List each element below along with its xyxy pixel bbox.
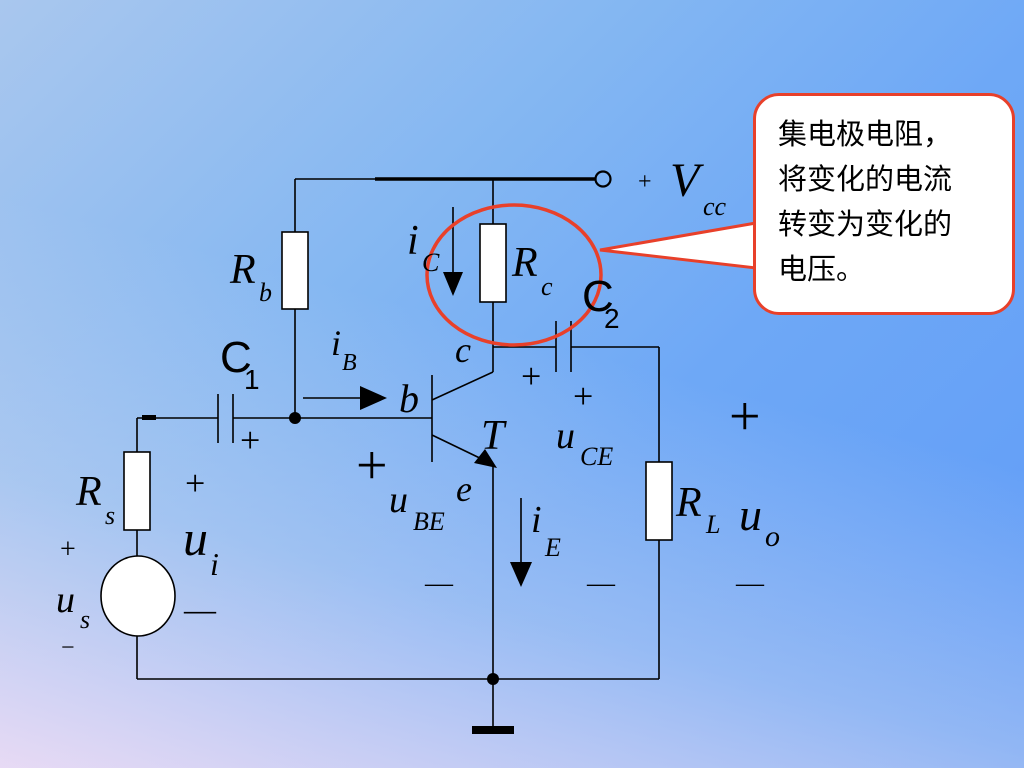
capacitor-c1 (217, 394, 234, 443)
ui-label-sub: i (210, 546, 219, 582)
ic-label-sub: C (422, 248, 440, 277)
transistor-t-label: T (481, 413, 507, 459)
callout-pointer (599, 221, 758, 270)
uce-minus-sign: — (586, 568, 616, 599)
emitter-arrow-icon (474, 449, 497, 468)
vcc-label-sub: cc (703, 192, 727, 221)
c2-plus-sign: + (521, 356, 541, 396)
resistor-rc (479, 223, 507, 303)
us-label-sub: s (80, 605, 90, 634)
ic-arrow-icon (443, 207, 463, 296)
rc-label-main: R (511, 240, 538, 286)
c1-plus-sign: + (240, 420, 260, 460)
callout-text: 集电极电阻， 将变化的电流 转变为变化的 电压。 (778, 117, 953, 286)
resistor-rb (281, 231, 309, 310)
vcc-label-main: V (670, 154, 704, 207)
node-e-label: e (456, 469, 472, 509)
c2-label-sub: 2 (604, 303, 620, 334)
ube-label-sub: BE (413, 507, 445, 536)
rb-label-sub: b (259, 278, 272, 307)
ube-label-main: u (389, 479, 408, 521)
uo-minus-sign: — (735, 568, 765, 599)
ie-label-main: i (531, 499, 542, 541)
ui-plus-sign: + (185, 463, 205, 503)
rs-label-sub: s (105, 501, 115, 530)
ui-minus-sign: — (183, 591, 217, 627)
voltage-source-us (100, 555, 176, 637)
uo-label-sub: o (765, 520, 780, 553)
ib-arrow-icon (303, 386, 387, 410)
callout-box: 集电极电阻， 将变化的电流 转变为变化的 电压。 (753, 93, 1015, 315)
vcc-terminal (594, 170, 612, 188)
uo-plus-sign: + (729, 386, 761, 448)
input-node-mark (142, 415, 156, 420)
vcc-plus-label: + (638, 169, 652, 195)
ground-symbol (472, 726, 514, 734)
node-c-label: c (455, 330, 471, 370)
c1-label-main: C (220, 333, 252, 382)
c1-label-sub: 1 (244, 364, 260, 395)
node-b-label: b (399, 376, 419, 421)
ie-label-sub: E (544, 533, 561, 562)
circuit-wires (136, 178, 660, 728)
uce-label-main: u (556, 415, 575, 457)
transistor-collector-lead (431, 371, 494, 401)
uce-plus-sign: + (573, 376, 593, 416)
rb-label-main: R (229, 247, 256, 293)
resistor-rl (645, 461, 673, 541)
ube-plus-sign: + (356, 435, 388, 497)
ube-minus-sign: — (424, 568, 454, 599)
ui-label-main: u (183, 510, 208, 566)
c2-label-main: C (582, 272, 614, 321)
uo-label-main: u (739, 489, 762, 540)
rc-label-sub: c (541, 272, 553, 301)
rs-label-main: R (75, 469, 102, 515)
ib-label-sub: B (342, 350, 357, 376)
rc-highlight-ellipse (425, 203, 603, 347)
ic-label-main: i (407, 218, 419, 264)
rl-label-main: R (675, 480, 702, 526)
ie-arrow-icon (510, 498, 532, 587)
ib-label-main: i (331, 323, 341, 363)
junction-ground (487, 673, 499, 685)
resistor-rs (123, 451, 151, 531)
junction-base (289, 412, 301, 424)
us-plus-sign: + (60, 534, 76, 565)
uce-label-sub: CE (580, 442, 613, 471)
rl-label-sub: L (705, 510, 720, 539)
us-label-main: u (56, 579, 75, 621)
us-minus-sign: − (61, 635, 75, 661)
